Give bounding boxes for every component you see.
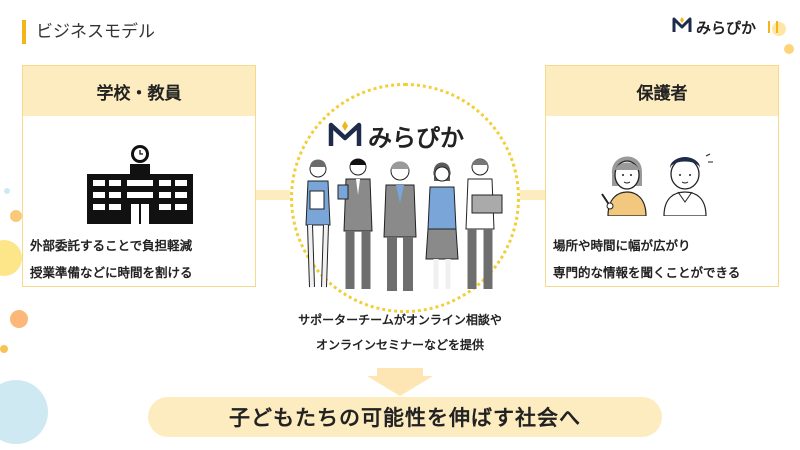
school-card: 学校・教員 外部委託することで負担軽減 授業準備などに時間を割ける: [22, 65, 256, 287]
brand-ticks: [768, 21, 779, 33]
brand-logo: みらぴか: [672, 16, 779, 38]
connector-left: [256, 190, 296, 200]
vision-banner: 子どもたちの可能性を伸ばす社会へ: [148, 397, 662, 437]
parents-card-title: 保護者: [546, 66, 778, 116]
school-building-icon: [85, 140, 195, 230]
parents-card: 保護者 場所や時間に幅が広がり 専門的な情報を聞くことができる: [545, 65, 779, 287]
brand-logo-icon: [672, 16, 692, 38]
deco-circle: [0, 240, 22, 276]
support-description-line-1: サポーターチームがオンライン相談や: [298, 313, 502, 327]
deco-circle: [0, 345, 8, 353]
parents-illustration: [598, 146, 723, 220]
support-team-illustration: [300, 155, 510, 299]
center-brand-name: みらぴか: [368, 124, 464, 152]
parents-benefit-2: 専門的な情報を聞くことができる: [553, 265, 741, 280]
title-accent-bar: [22, 20, 26, 44]
support-description-line-2: オンラインセミナーなどを提供: [315, 338, 484, 352]
deco-circle: [772, 22, 786, 36]
school-card-title: 学校・教員: [23, 66, 255, 116]
down-arrow-icon: [367, 368, 433, 400]
deco-circle: [0, 380, 48, 444]
deco-circle: [784, 44, 794, 54]
school-benefit-2: 授業準備などに時間を割ける: [30, 265, 193, 280]
parents-benefit-1: 場所や時間に幅が広がり: [553, 238, 691, 253]
center-brand-logo: みらぴか: [328, 118, 464, 153]
school-benefit-1: 外部委託することで負担軽減: [30, 238, 193, 253]
deco-circle: [4, 188, 10, 194]
page-title: ビジネスモデル: [36, 22, 155, 42]
connector-right: [514, 190, 546, 200]
deco-circle: [10, 310, 28, 328]
brand-name: みらぴか: [696, 18, 757, 37]
brand-logo-icon: [328, 120, 362, 152]
deco-circle: [10, 210, 22, 222]
